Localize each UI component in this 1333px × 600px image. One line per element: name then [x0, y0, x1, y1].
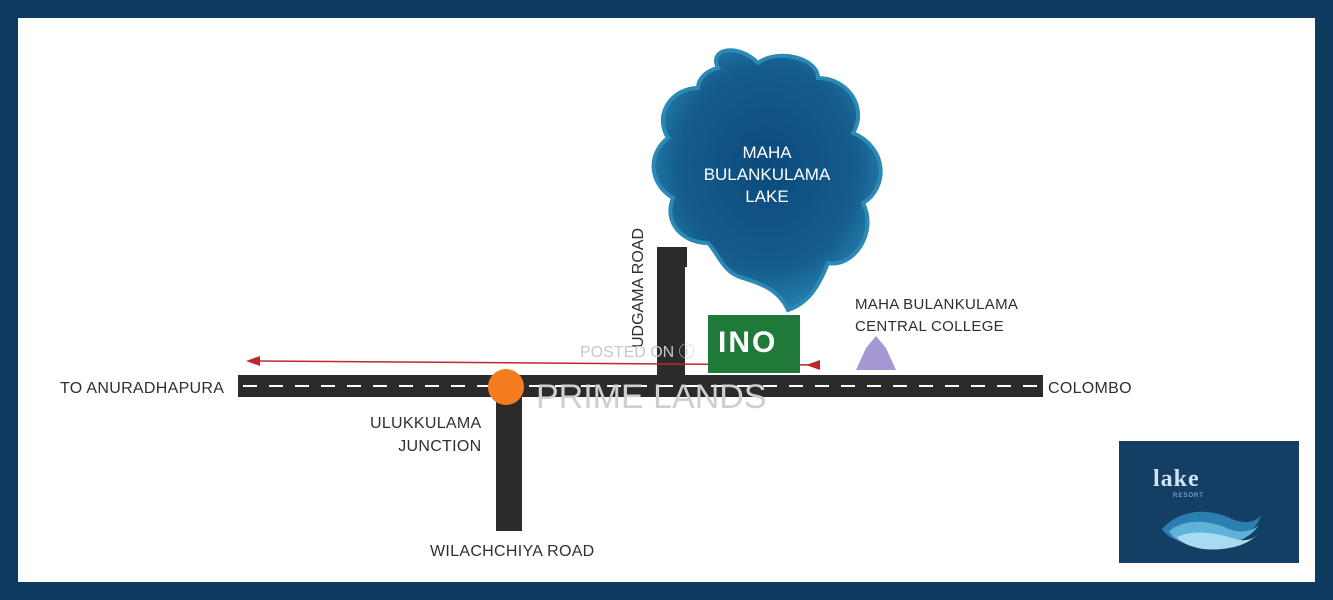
wave-icon: [1162, 511, 1261, 550]
watermark-posted: POSTED ON ⓘ: [580, 344, 695, 361]
map-canvas: MAHA BULANKULAMA LAKE INO TO ANURADHAPUR…: [18, 18, 1315, 582]
logo-word: lake: [1153, 466, 1200, 492]
lake-shape: [651, 48, 883, 313]
route-arrowhead: [246, 356, 260, 366]
label-north-road: UDGAMA ROAD: [630, 227, 647, 348]
lake-label: MAHA BULANKULAMA LAKE: [687, 142, 847, 208]
brand-logo: [1119, 441, 1299, 563]
label-college-line1: MAHA BULANKULAMA: [855, 296, 1019, 313]
north-road-cap: [657, 247, 687, 267]
label-wilachchiya-road: WILACHCHIYA ROAD: [430, 543, 595, 560]
north-road: [657, 247, 685, 377]
site-sign: [708, 315, 800, 373]
lake-label-line2: BULANKULAMA: [703, 165, 831, 184]
label-junction-line2: JUNCTION: [398, 438, 482, 455]
label-to-anuradhapura: TO ANURADHAPURA: [60, 380, 225, 397]
label-junction-line1: ULUKKULAMA: [370, 415, 482, 432]
junction-marker: [488, 369, 524, 405]
label-colombo: COLOMBO: [1048, 380, 1132, 397]
label-college: MAHA BULANKULAMA CENTRAL COLLEGE: [855, 294, 1018, 338]
lake-label-line1: MAHA: [742, 143, 792, 162]
road-network: [238, 247, 1043, 531]
logo-tagline: RESORT: [1173, 493, 1204, 499]
route-arrowhead-right: [806, 360, 820, 370]
college-icon: [856, 336, 896, 370]
watermark-brand: PRIME LANDS: [536, 378, 767, 416]
lake-label-line3: LAKE: [745, 187, 789, 206]
south-road: [496, 396, 522, 531]
site-sign-text: INO: [718, 326, 778, 359]
label-college-line2: CENTRAL COLLEGE: [855, 318, 1004, 335]
label-junction: ULUKKULAMA JUNCTION: [370, 412, 481, 458]
